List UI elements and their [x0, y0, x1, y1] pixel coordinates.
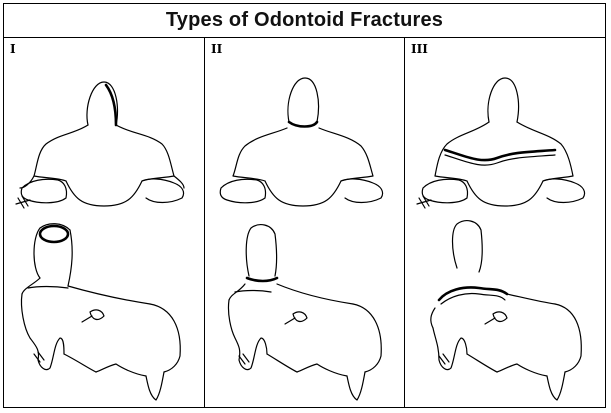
panel-type-3: III [405, 38, 605, 407]
type-2-anterior-view [220, 78, 382, 206]
type-1-anterior-view [16, 82, 184, 208]
figure-frame: Types of Odontoid Fractures I [3, 3, 606, 408]
type-3-lateral-view [431, 221, 581, 400]
type-2-lateral-view [228, 225, 381, 400]
type-2-illustration [205, 38, 405, 407]
type-3-anterior-view [417, 78, 585, 208]
type-1-lateral-view [21, 224, 180, 400]
type-1-illustration [4, 38, 205, 407]
panel-type-1: I [4, 38, 205, 407]
panel-type-2: II [205, 38, 405, 407]
type-3-illustration [405, 38, 605, 407]
figure-title: Types of Odontoid Fractures [166, 9, 443, 32]
figure-header: Types of Odontoid Fractures [4, 4, 605, 38]
